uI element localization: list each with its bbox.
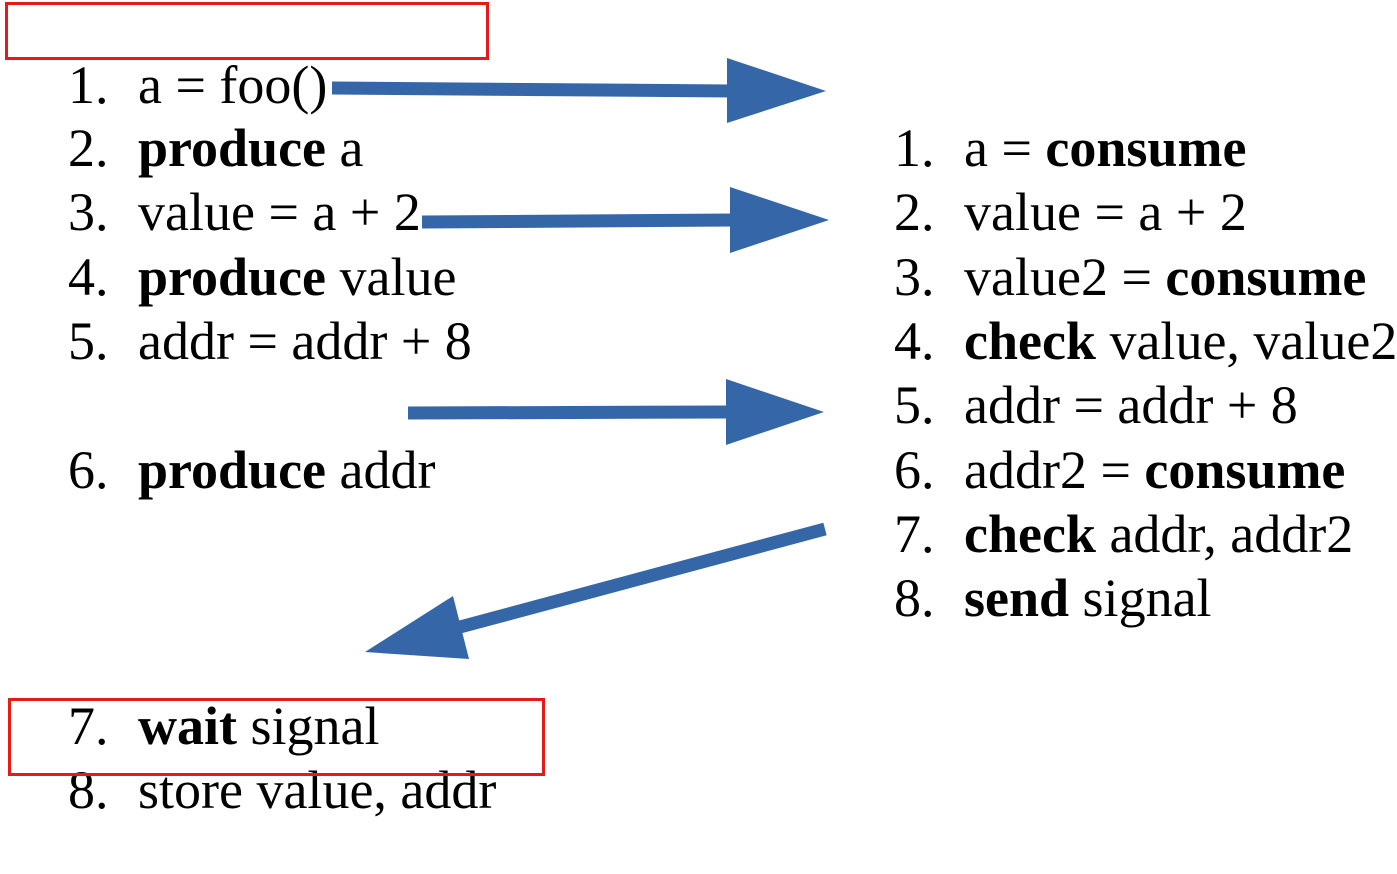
statement: addr — [326, 440, 436, 500]
statement: addr = addr + 8 — [138, 311, 472, 371]
statement-prefix: addr = addr + 8 — [964, 375, 1298, 435]
left-line-8: 8. store value, addr — [14, 709, 496, 817]
right-line-1: 1. a = consume — [840, 67, 1246, 175]
keyword: check — [964, 311, 1096, 371]
line-number: 6. — [68, 440, 109, 500]
line-number: 2. — [68, 118, 109, 178]
keyword: wait — [138, 696, 237, 756]
statement: signal — [1069, 568, 1212, 628]
right-line-4: 4. check value, value2 — [840, 260, 1397, 368]
left-line-2: 2. produce a — [14, 67, 364, 175]
right-line-6: 6. addr2 = consume — [840, 389, 1345, 497]
highlight-box-left-8 — [8, 698, 545, 776]
statement: value, value2 — [1095, 311, 1397, 371]
keyword: consume — [1045, 118, 1247, 178]
highlight-box-left-1 — [5, 2, 489, 60]
statement-prefix: value2 = — [964, 247, 1166, 307]
right-line-7: 7. check addr, addr2 — [840, 453, 1353, 561]
arrow-produce-value-to-consume — [421, 187, 829, 253]
statement-prefix: a = — [964, 118, 1046, 178]
line-number: 8. — [68, 760, 109, 820]
line-number: 5. — [894, 375, 935, 435]
right-line-8: 8. send signal — [840, 517, 1212, 625]
left-line-6: 6. produce addr — [14, 389, 435, 497]
line-number: 2. — [894, 182, 935, 242]
left-line-4: 4. produce value — [14, 196, 456, 304]
keyword: check — [964, 504, 1096, 564]
left-line-5: 5. addr = addr + 8 — [14, 260, 472, 368]
arrow-produce-a-to-consume — [331, 58, 826, 123]
right-line-3: 3. value2 = consume — [840, 196, 1366, 304]
statement: a — [326, 118, 364, 178]
statement: value — [326, 247, 457, 307]
left-line-1: 1. a = foo() — [14, 4, 327, 112]
line-number: 3. — [894, 247, 935, 307]
line-number: 3. — [68, 182, 109, 242]
arrows-layer — [331, 58, 829, 659]
statement-prefix: value = a + 2 — [964, 182, 1247, 242]
diagram-canvas: 1.a = foo() 2.produce a 3.value = a + 2 … — [5, 2, 1397, 817]
line-number: 1. — [68, 55, 109, 115]
statement-prefix: addr2 = — [964, 440, 1145, 500]
line-number: 8. — [894, 568, 935, 628]
keyword: produce — [138, 118, 327, 178]
arrow-produce-addr-to-consume — [407, 379, 824, 445]
keyword: produce — [138, 247, 327, 307]
right-line-2: 2. value = a + 2 — [840, 131, 1247, 239]
left-line-7: 7. wait signal — [14, 645, 379, 753]
keyword: produce — [138, 440, 327, 500]
line-number: 7. — [894, 504, 935, 564]
statement: signal — [236, 696, 380, 756]
line-number: 1. — [894, 118, 935, 178]
statement: addr, addr2 — [1095, 504, 1354, 564]
line-number: 4. — [68, 247, 109, 307]
statement: a = foo() — [138, 55, 328, 115]
right-line-5: 5. addr = addr + 8 — [840, 324, 1298, 432]
line-number: 7. — [68, 696, 109, 756]
line-number: 4. — [894, 311, 935, 371]
keyword: send — [964, 568, 1070, 628]
arrow-send-signal-to-wait — [365, 522, 827, 659]
keyword: consume — [1165, 247, 1367, 307]
statement: value = a + 2 — [138, 182, 421, 242]
line-number: 5. — [68, 311, 109, 371]
keyword: consume — [1144, 440, 1346, 500]
left-line-3: 3. value = a + 2 — [14, 131, 421, 239]
statement: store value, addr — [138, 760, 497, 820]
line-number: 6. — [894, 440, 935, 500]
